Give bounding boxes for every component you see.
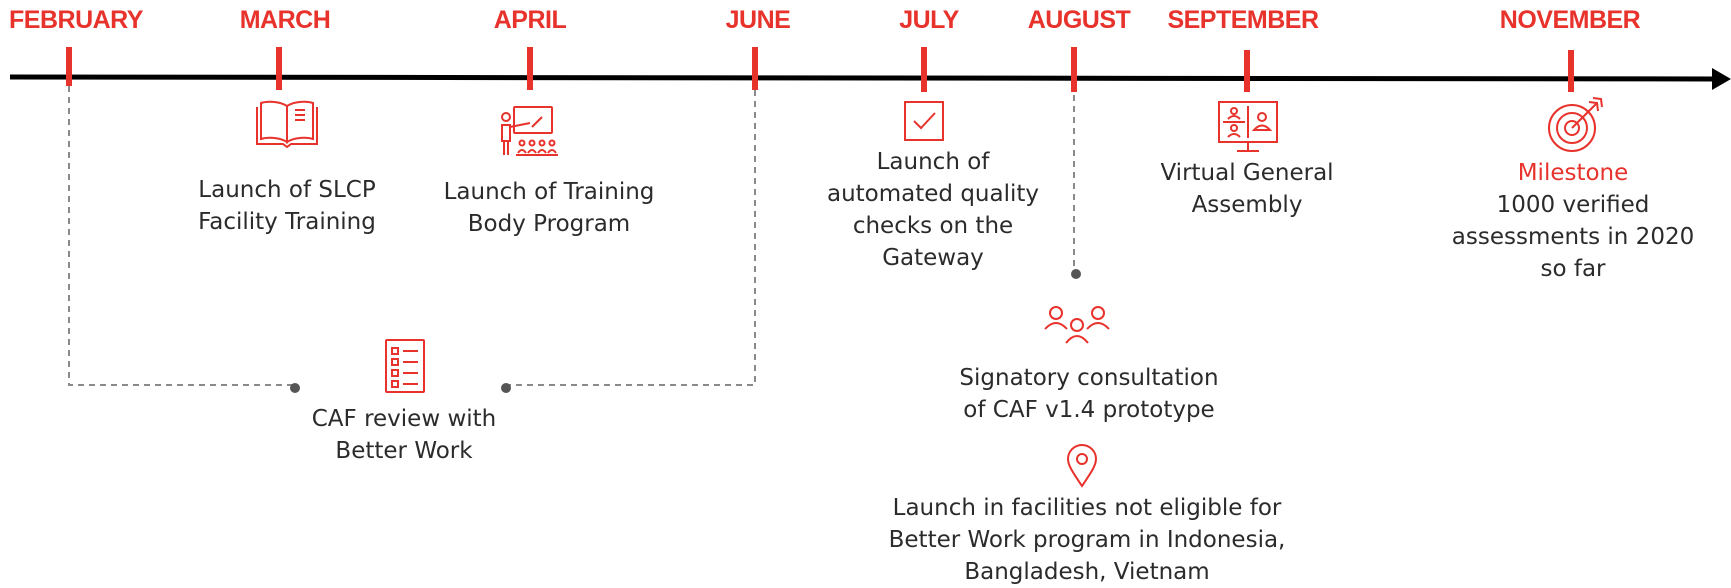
month-label-april: APRIL [493, 6, 567, 34]
event-line: Launch of [876, 149, 990, 175]
event-line: assessments in 2020 [1451, 224, 1695, 250]
event-training-body: Launch of Training Body Program [444, 176, 655, 240]
month-label-june: JUNE [725, 6, 791, 34]
month-label-march: MARCH [239, 6, 331, 34]
month-label-february: FEBRUARY [9, 6, 143, 34]
event-line: Bangladesh, Vietnam [964, 559, 1210, 585]
event-line: CAF review with [311, 406, 497, 432]
connector-february-caf [68, 86, 294, 386]
timeline-arrowhead [1712, 68, 1731, 90]
event-line: automated quality [826, 181, 1040, 207]
checkbox-icon [903, 100, 945, 142]
event-milestone: Milestone 1000 verified assessments in 2… [1452, 157, 1694, 285]
event-caf-review: CAF review with Better Work [312, 403, 497, 467]
timeline-axis [9, 74, 1719, 82]
event-line: Assembly [1191, 192, 1303, 218]
event-line: Launch in facilities not eligible for [892, 495, 1282, 521]
video-conference-icon [1217, 100, 1279, 154]
month-label-november: NOVEMBER [1499, 6, 1641, 34]
event-line: Better Work program in Indonesia, [888, 527, 1286, 553]
milestone-highlight: Milestone [1517, 160, 1629, 186]
event-signatory-consultation: Signatory consultation of CAF v1.4 proto… [959, 362, 1218, 426]
people-group-icon [1043, 305, 1111, 345]
month-ticks [66, 47, 1574, 92]
connector-dot-left [290, 383, 300, 393]
month-label-september: SEPTEMBER [1167, 6, 1319, 34]
checklist-icon [384, 338, 426, 394]
event-line: Body Program [467, 211, 631, 237]
event-line: Virtual General [1160, 160, 1334, 186]
event-line: Facility Training [198, 209, 376, 235]
event-line: Signatory consultation [959, 365, 1219, 391]
event-line: so far [1540, 256, 1606, 282]
event-line: Gateway [882, 245, 984, 271]
event-line: 1000 verified [1496, 192, 1650, 218]
event-line: of CAF v1.4 prototype [963, 397, 1215, 423]
connector-dots [290, 269, 1081, 393]
event-virtual-assembly: Virtual General Assembly [1160, 157, 1333, 221]
target-icon [1545, 96, 1605, 154]
event-line: Launch of SLCP [198, 177, 376, 203]
event-facility-training: Launch of SLCP Facility Training [198, 174, 376, 238]
presentation-icon [498, 105, 558, 157]
event-line: Launch of Training [443, 179, 655, 205]
connector-dot-august [1071, 269, 1081, 279]
event-quality-checks: Launch of automated quality checks on th… [827, 146, 1039, 274]
open-book-icon [255, 98, 319, 148]
event-facilities-launch: Launch in facilities not eligible for Be… [889, 492, 1286, 588]
event-line: Better Work [335, 438, 473, 464]
connector-dot-right [501, 383, 511, 393]
location-pin-icon [1066, 444, 1098, 488]
event-line: checks on the [852, 213, 1014, 239]
month-label-july: JULY [899, 6, 959, 34]
dashed-connectors [68, 86, 1075, 386]
month-label-august: AUGUST [1027, 6, 1131, 34]
